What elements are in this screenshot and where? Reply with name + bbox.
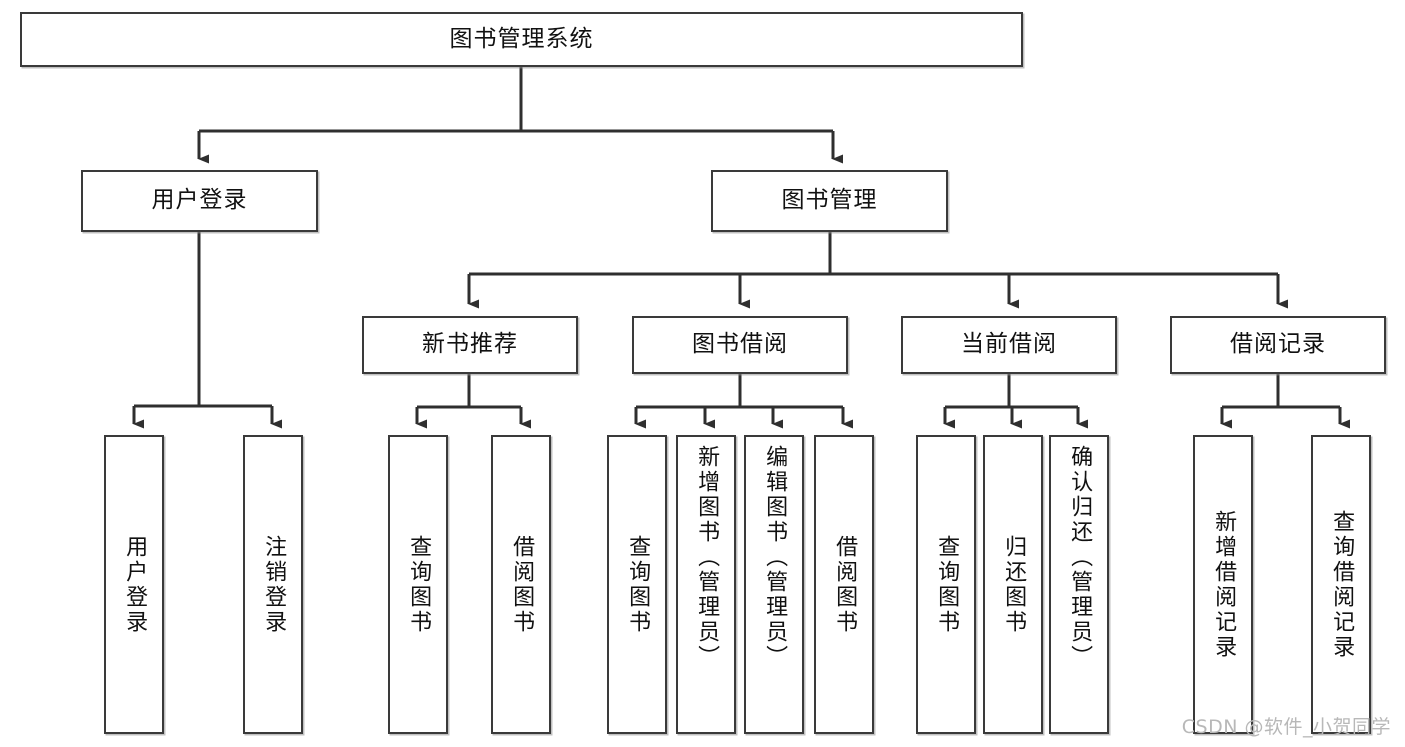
node-book-borrow-label: 图书借阅 bbox=[692, 331, 788, 358]
leaf-book-borrow-add[interactable]: 新增图书（管理员） bbox=[676, 435, 736, 734]
leaf-borrow-record-add-label: 新增借阅记录 bbox=[1211, 509, 1237, 660]
node-current-borrow[interactable]: 当前借阅 bbox=[901, 316, 1117, 374]
node-user-login-label: 用户登录 bbox=[151, 187, 248, 214]
leaf-current-borrow-query-label: 查询图书 bbox=[934, 534, 960, 635]
leaf-book-borrow-query[interactable]: 查询图书 bbox=[607, 435, 667, 734]
leaf-new-book-query-label: 查询图书 bbox=[406, 534, 432, 635]
leaf-new-book-borrow[interactable]: 借阅图书 bbox=[491, 435, 551, 734]
leaf-new-book-query[interactable]: 查询图书 bbox=[388, 435, 448, 734]
leaf-borrow-record-query[interactable]: 查询借阅记录 bbox=[1311, 435, 1371, 734]
node-user-login[interactable]: 用户登录 bbox=[81, 170, 318, 232]
watermark-text: CSDN @软件_小贺同学 bbox=[1181, 716, 1391, 738]
leaf-book-borrow-query-label: 查询图书 bbox=[625, 534, 651, 635]
leaf-book-borrow-borrow[interactable]: 借阅图书 bbox=[814, 435, 874, 734]
leaf-current-borrow-confirm[interactable]: 确认归还（管理员） bbox=[1049, 435, 1109, 734]
leaf-book-borrow-edit-label: 编辑图书（管理员） bbox=[762, 445, 788, 670]
node-book-borrow[interactable]: 图书借阅 bbox=[632, 316, 848, 374]
node-book-management[interactable]: 图书管理 bbox=[711, 170, 948, 232]
node-borrow-record-label: 借阅记录 bbox=[1230, 331, 1326, 358]
leaf-borrow-record-add[interactable]: 新增借阅记录 bbox=[1193, 435, 1253, 734]
node-borrow-record[interactable]: 借阅记录 bbox=[1170, 316, 1386, 374]
node-root-system-label: 图书管理系统 bbox=[449, 25, 594, 52]
leaf-book-borrow-edit[interactable]: 编辑图书（管理员） bbox=[744, 435, 804, 734]
leaf-current-borrow-return-label: 归还图书 bbox=[1001, 534, 1027, 635]
node-book-management-label: 图书管理 bbox=[781, 187, 878, 214]
node-root-system[interactable]: 图书管理系统 bbox=[20, 12, 1023, 67]
leaf-new-book-borrow-label: 借阅图书 bbox=[509, 534, 535, 635]
leaf-user-login-login-label: 用户登录 bbox=[122, 534, 148, 635]
leaf-user-login-login[interactable]: 用户登录 bbox=[104, 435, 164, 734]
leaf-current-borrow-confirm-label: 确认归还（管理员） bbox=[1067, 445, 1093, 670]
leaf-book-borrow-borrow-label: 借阅图书 bbox=[832, 534, 858, 635]
leaf-user-login-logout[interactable]: 注销登录 bbox=[243, 435, 303, 734]
leaf-current-borrow-query[interactable]: 查询图书 bbox=[916, 435, 976, 734]
leaf-borrow-record-query-label: 查询借阅记录 bbox=[1329, 509, 1355, 660]
leaf-book-borrow-add-label: 新增图书（管理员） bbox=[694, 445, 720, 670]
node-new-book-recommend[interactable]: 新书推荐 bbox=[362, 316, 578, 374]
leaf-current-borrow-return[interactable]: 归还图书 bbox=[983, 435, 1043, 734]
node-current-borrow-label: 当前借阅 bbox=[961, 331, 1057, 358]
node-new-book-recommend-label: 新书推荐 bbox=[422, 331, 518, 358]
leaf-user-login-logout-label: 注销登录 bbox=[261, 534, 287, 635]
